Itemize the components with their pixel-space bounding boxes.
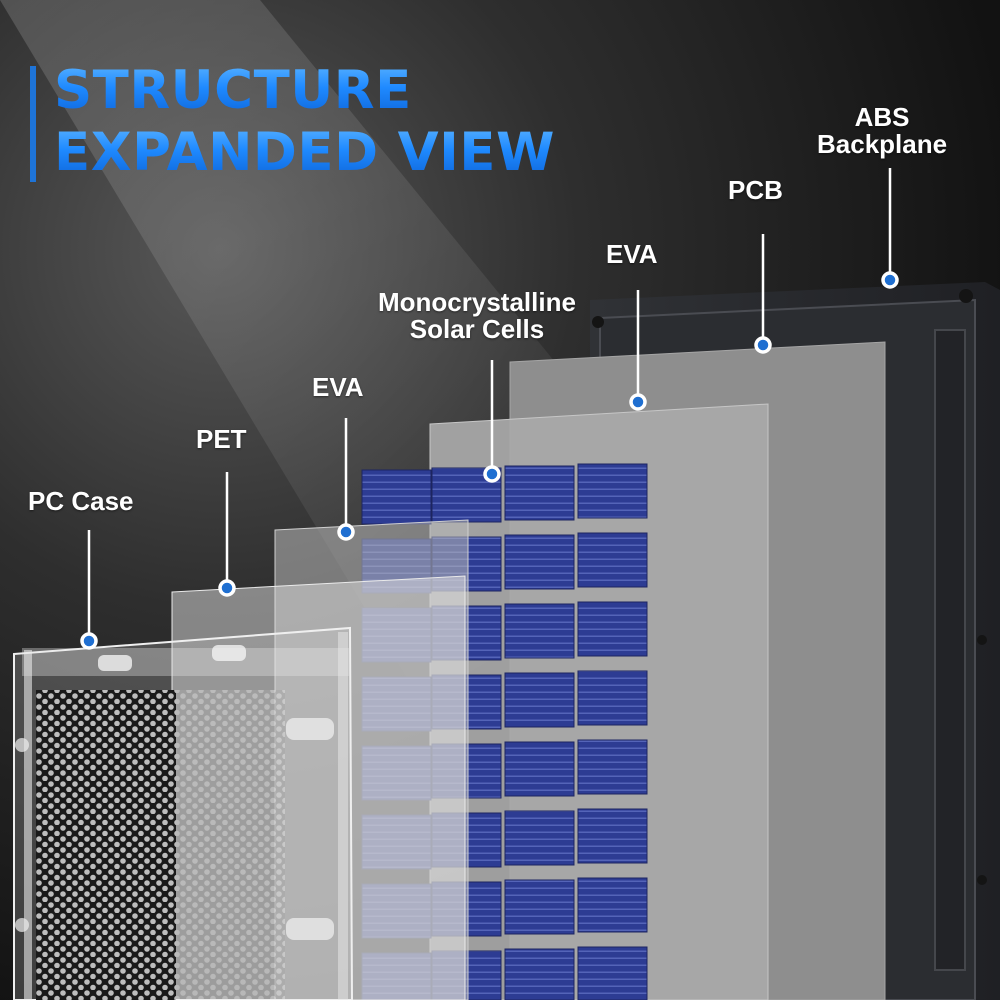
solar-cell — [504, 465, 575, 521]
pointer-dot-eva-back — [629, 393, 647, 411]
solar-cell — [504, 879, 575, 935]
label-abs-backplane: ABS Backplane — [817, 102, 948, 160]
solar-cell — [361, 469, 432, 525]
solar-cell — [577, 601, 648, 657]
solar-cell — [577, 808, 648, 864]
pointer-dot-abs-backplane — [881, 271, 899, 289]
solar-cell — [577, 532, 648, 588]
pointer-dot-pet — [218, 579, 236, 597]
solar-cell — [504, 672, 575, 728]
solar-cell — [504, 741, 575, 797]
label-eva-front: EVA — [312, 372, 364, 402]
solar-cell — [504, 534, 575, 590]
solar-cell — [577, 877, 648, 933]
solar-cell — [577, 739, 648, 795]
label-pc-case: PC Case — [28, 486, 134, 516]
solar-cell — [504, 603, 575, 659]
pc-case-layer — [13, 626, 354, 1000]
solar-cell — [577, 946, 648, 1000]
solar-cell — [504, 810, 575, 866]
pointer-dots — [80, 271, 899, 650]
label-eva-back: EVA — [606, 239, 658, 269]
pointer-dot-eva-front — [337, 523, 355, 541]
label-pcb: PCB — [728, 175, 783, 205]
solar-cell — [577, 463, 648, 519]
label-pet: PET — [196, 424, 247, 454]
pointer-dot-pcb — [754, 336, 772, 354]
label-mono-cells: Monocrystalline Solar Cells — [378, 287, 576, 345]
pointer-dot-pc-case — [80, 632, 98, 650]
pointers — [87, 168, 892, 634]
title-line-2: EXPANDED VIEW — [54, 122, 555, 183]
title-line-1: STRUCTURE — [54, 60, 412, 121]
solar-cell — [577, 670, 648, 726]
pet-layer — [171, 575, 466, 1000]
title-accent-bar — [30, 66, 36, 182]
solar-cell — [504, 948, 575, 1000]
pointer-dot-mono-cells — [483, 465, 501, 483]
